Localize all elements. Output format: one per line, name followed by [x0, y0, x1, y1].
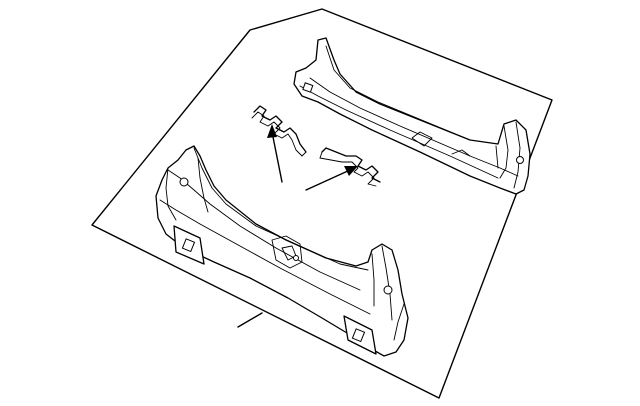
rear-crossmember-rear[interactable]	[293, 37, 531, 195]
rear-crossmember-front[interactable]	[155, 145, 409, 357]
spring-clip-left[interactable]	[251, 105, 307, 157]
arrow-to-left-clip	[267, 124, 283, 183]
background-panel	[91, 8, 553, 399]
arrow-to-right-clip	[305, 166, 358, 191]
callout-line	[237, 312, 263, 328]
